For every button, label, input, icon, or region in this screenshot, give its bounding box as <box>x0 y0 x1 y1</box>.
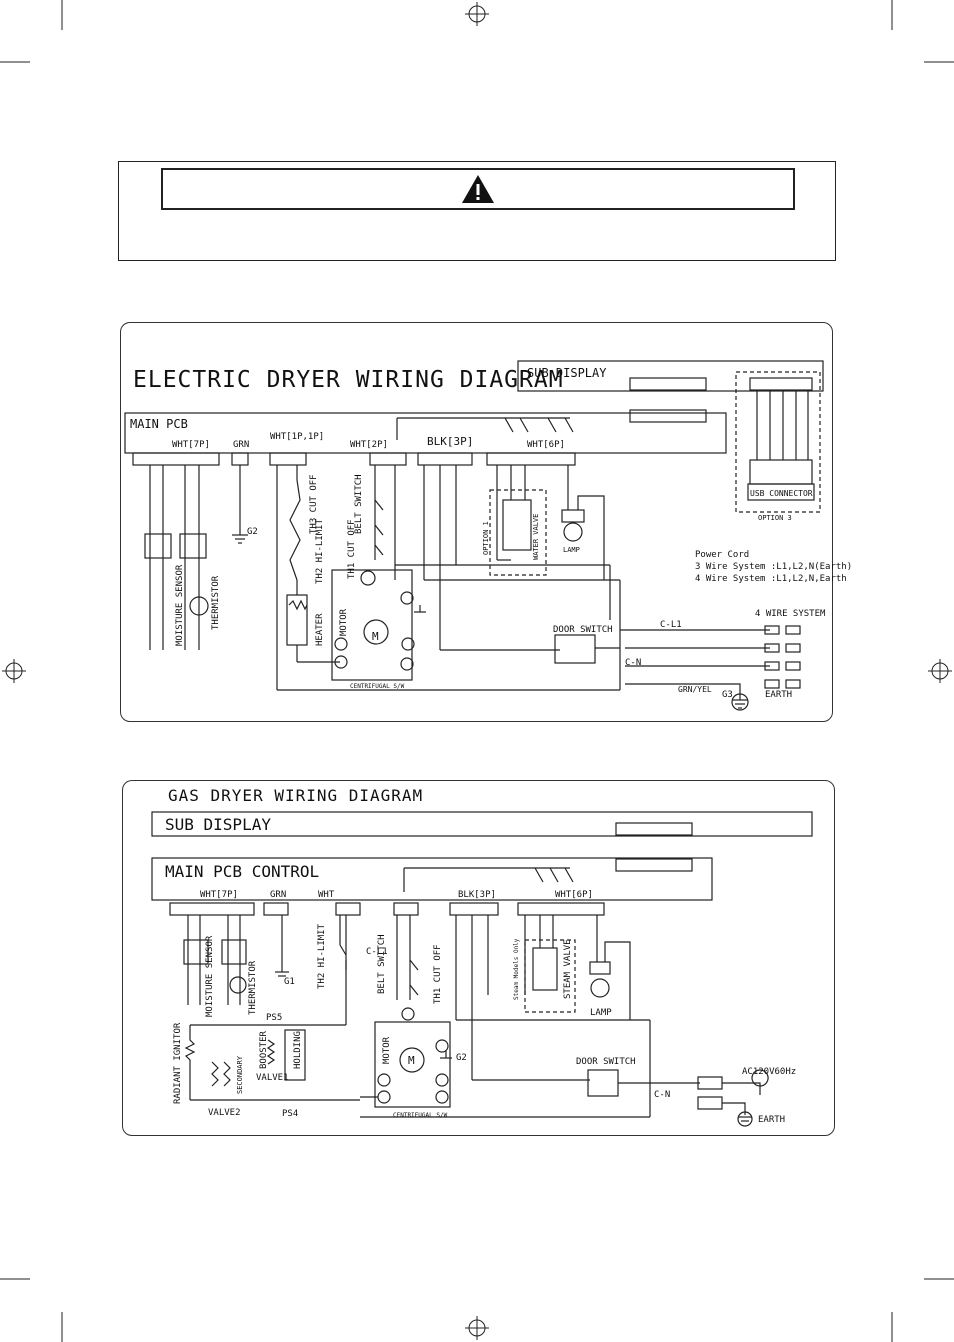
gas-sub-display-label: SUB DISPLAY <box>165 815 271 834</box>
electric-grnyel-label: GRN/YEL <box>678 685 712 694</box>
electric-lamp-label: LAMP <box>563 546 580 554</box>
electric-wire3-label: 3 Wire System :L1,L2,N(Earth) <box>695 562 852 572</box>
crosshair-icon <box>465 1316 489 1340</box>
gas-lamp-label: LAMP <box>590 1008 612 1018</box>
gas-cutoff1-label: TH1 CUT OFF <box>433 944 443 1004</box>
electric-motor-label: MOTOR <box>339 608 349 636</box>
electric-conn-5: WHT[2P] <box>350 440 388 450</box>
gas-steam-valve-label: STEAM VALVE <box>563 939 573 999</box>
gas-radiant-label: RADIANT IGNITOR <box>173 1022 183 1104</box>
gas-motor-label: MOTOR <box>382 1036 392 1064</box>
electric-title: ELECTRIC DRYER WIRING DIAGRAM <box>133 367 564 393</box>
gas-valve1-label: VALVE1 <box>256 1073 289 1083</box>
crosshair-icon <box>2 659 26 683</box>
electric-g2-label: G2 <box>247 527 258 537</box>
electric-wire4-label: 4 Wire System :L1,L2,N,Earth <box>695 574 847 584</box>
gas-ac-label: AC120V60Hz <box>742 1067 796 1077</box>
gas-cl1-label: C-L1 <box>366 947 388 957</box>
electric-power-cord-label: Power Cord <box>695 550 749 560</box>
motor-icon: M <box>372 630 379 643</box>
electric-thermistor-label: THERMISTOR <box>211 575 221 630</box>
gas-ps5-label: PS5 <box>266 1013 282 1023</box>
gas-secondary-label: SECONDARY <box>236 1055 244 1094</box>
gas-g1-label: G1 <box>284 977 295 987</box>
electric-cutoff1-label: TH1 CUT OFF <box>347 519 357 579</box>
gas-centrifugal-label: CENTRIFUGAL S/W <box>393 1112 448 1119</box>
gas-thermistor-label: THERMISTOR <box>248 960 258 1015</box>
warning-icon <box>462 175 494 203</box>
electric-sub-display-label: SUB DISPLAY <box>527 366 607 380</box>
electric-conn-1: WHT[7P] <box>172 440 210 450</box>
gas-conn-6: WHT[6P] <box>555 890 593 900</box>
gas-conn-2: GRN <box>270 890 286 900</box>
motor-icon: M <box>408 1054 415 1067</box>
electric-centrifugal-label: CENTRIFUGAL S/W <box>350 683 405 690</box>
electric-cl1-label: C-L1 <box>660 620 682 630</box>
electric-conn-7: BLK[3P] <box>427 435 473 448</box>
gas-moisture-label: MOISTURE SENSOR <box>205 935 215 1017</box>
gas-door-switch-label: DOOR SWITCH <box>576 1057 636 1067</box>
gas-cn-label: C-N <box>654 1090 670 1100</box>
electric-belt-label: BELT SWITCH <box>354 474 364 534</box>
gas-earth-label: EARTH <box>758 1115 785 1125</box>
gas-main-pcb-label: MAIN PCB CONTROL <box>165 862 319 881</box>
crosshair-icon <box>465 2 489 26</box>
gas-hi-limit-label: TH2 HI-LIMIT <box>317 923 327 989</box>
electric-moisture-label: MOISTURE SENSOR <box>175 564 185 646</box>
warning-header <box>161 168 795 210</box>
electric-conn-6: WHT[6P] <box>527 440 565 450</box>
gas-diagram-panel <box>122 780 835 1136</box>
electric-conn-3: WHT[1P,1P] <box>270 432 324 442</box>
electric-four-wire-label: 4 WIRE SYSTEM <box>755 609 826 619</box>
crosshair-icon <box>928 659 952 683</box>
gas-holding-label: HOLDING <box>293 1031 303 1069</box>
electric-usb-label: USB CONNECTOR <box>750 489 813 498</box>
electric-cutoff3-label: TH3 CUT OFF <box>309 474 319 534</box>
gas-conn-1: WHT[7P] <box>200 890 238 900</box>
warning-box <box>118 161 836 261</box>
electric-diagram-panel <box>120 322 833 722</box>
gas-booster-label: BOOSTER <box>259 1030 269 1069</box>
electric-door-switch-label: DOOR SWITCH <box>553 625 613 635</box>
electric-hi-limit-label: TH2 HI-LIMIT <box>315 518 325 584</box>
electric-heater-label: HEATER <box>315 613 325 646</box>
gas-steam-only-label: Steam Models Only <box>513 938 520 1000</box>
gas-ps4-label: PS4 <box>282 1109 298 1119</box>
electric-earth-label: EARTH <box>765 690 792 700</box>
electric-g3-label: G3 <box>722 690 733 700</box>
electric-option3-label: OPTION 3 <box>758 514 792 522</box>
gas-conn-7: BLK[3P] <box>458 890 496 900</box>
gas-valve2-label: VALVE2 <box>208 1108 241 1118</box>
electric-cn-label: C-N <box>625 658 641 668</box>
electric-option1-label: OPTION 1 <box>482 521 490 555</box>
gas-belt-label: BELT SWITCH <box>377 934 387 994</box>
electric-water-valve-label: WATER VALVE <box>532 514 540 560</box>
gas-g2-label: G2 <box>456 1053 467 1063</box>
gas-title: GAS DRYER WIRING DIAGRAM <box>168 786 424 805</box>
gas-conn-3: WHT <box>318 890 335 900</box>
electric-conn-2: GRN <box>233 440 249 450</box>
electric-main-pcb-label: MAIN PCB <box>130 417 188 431</box>
